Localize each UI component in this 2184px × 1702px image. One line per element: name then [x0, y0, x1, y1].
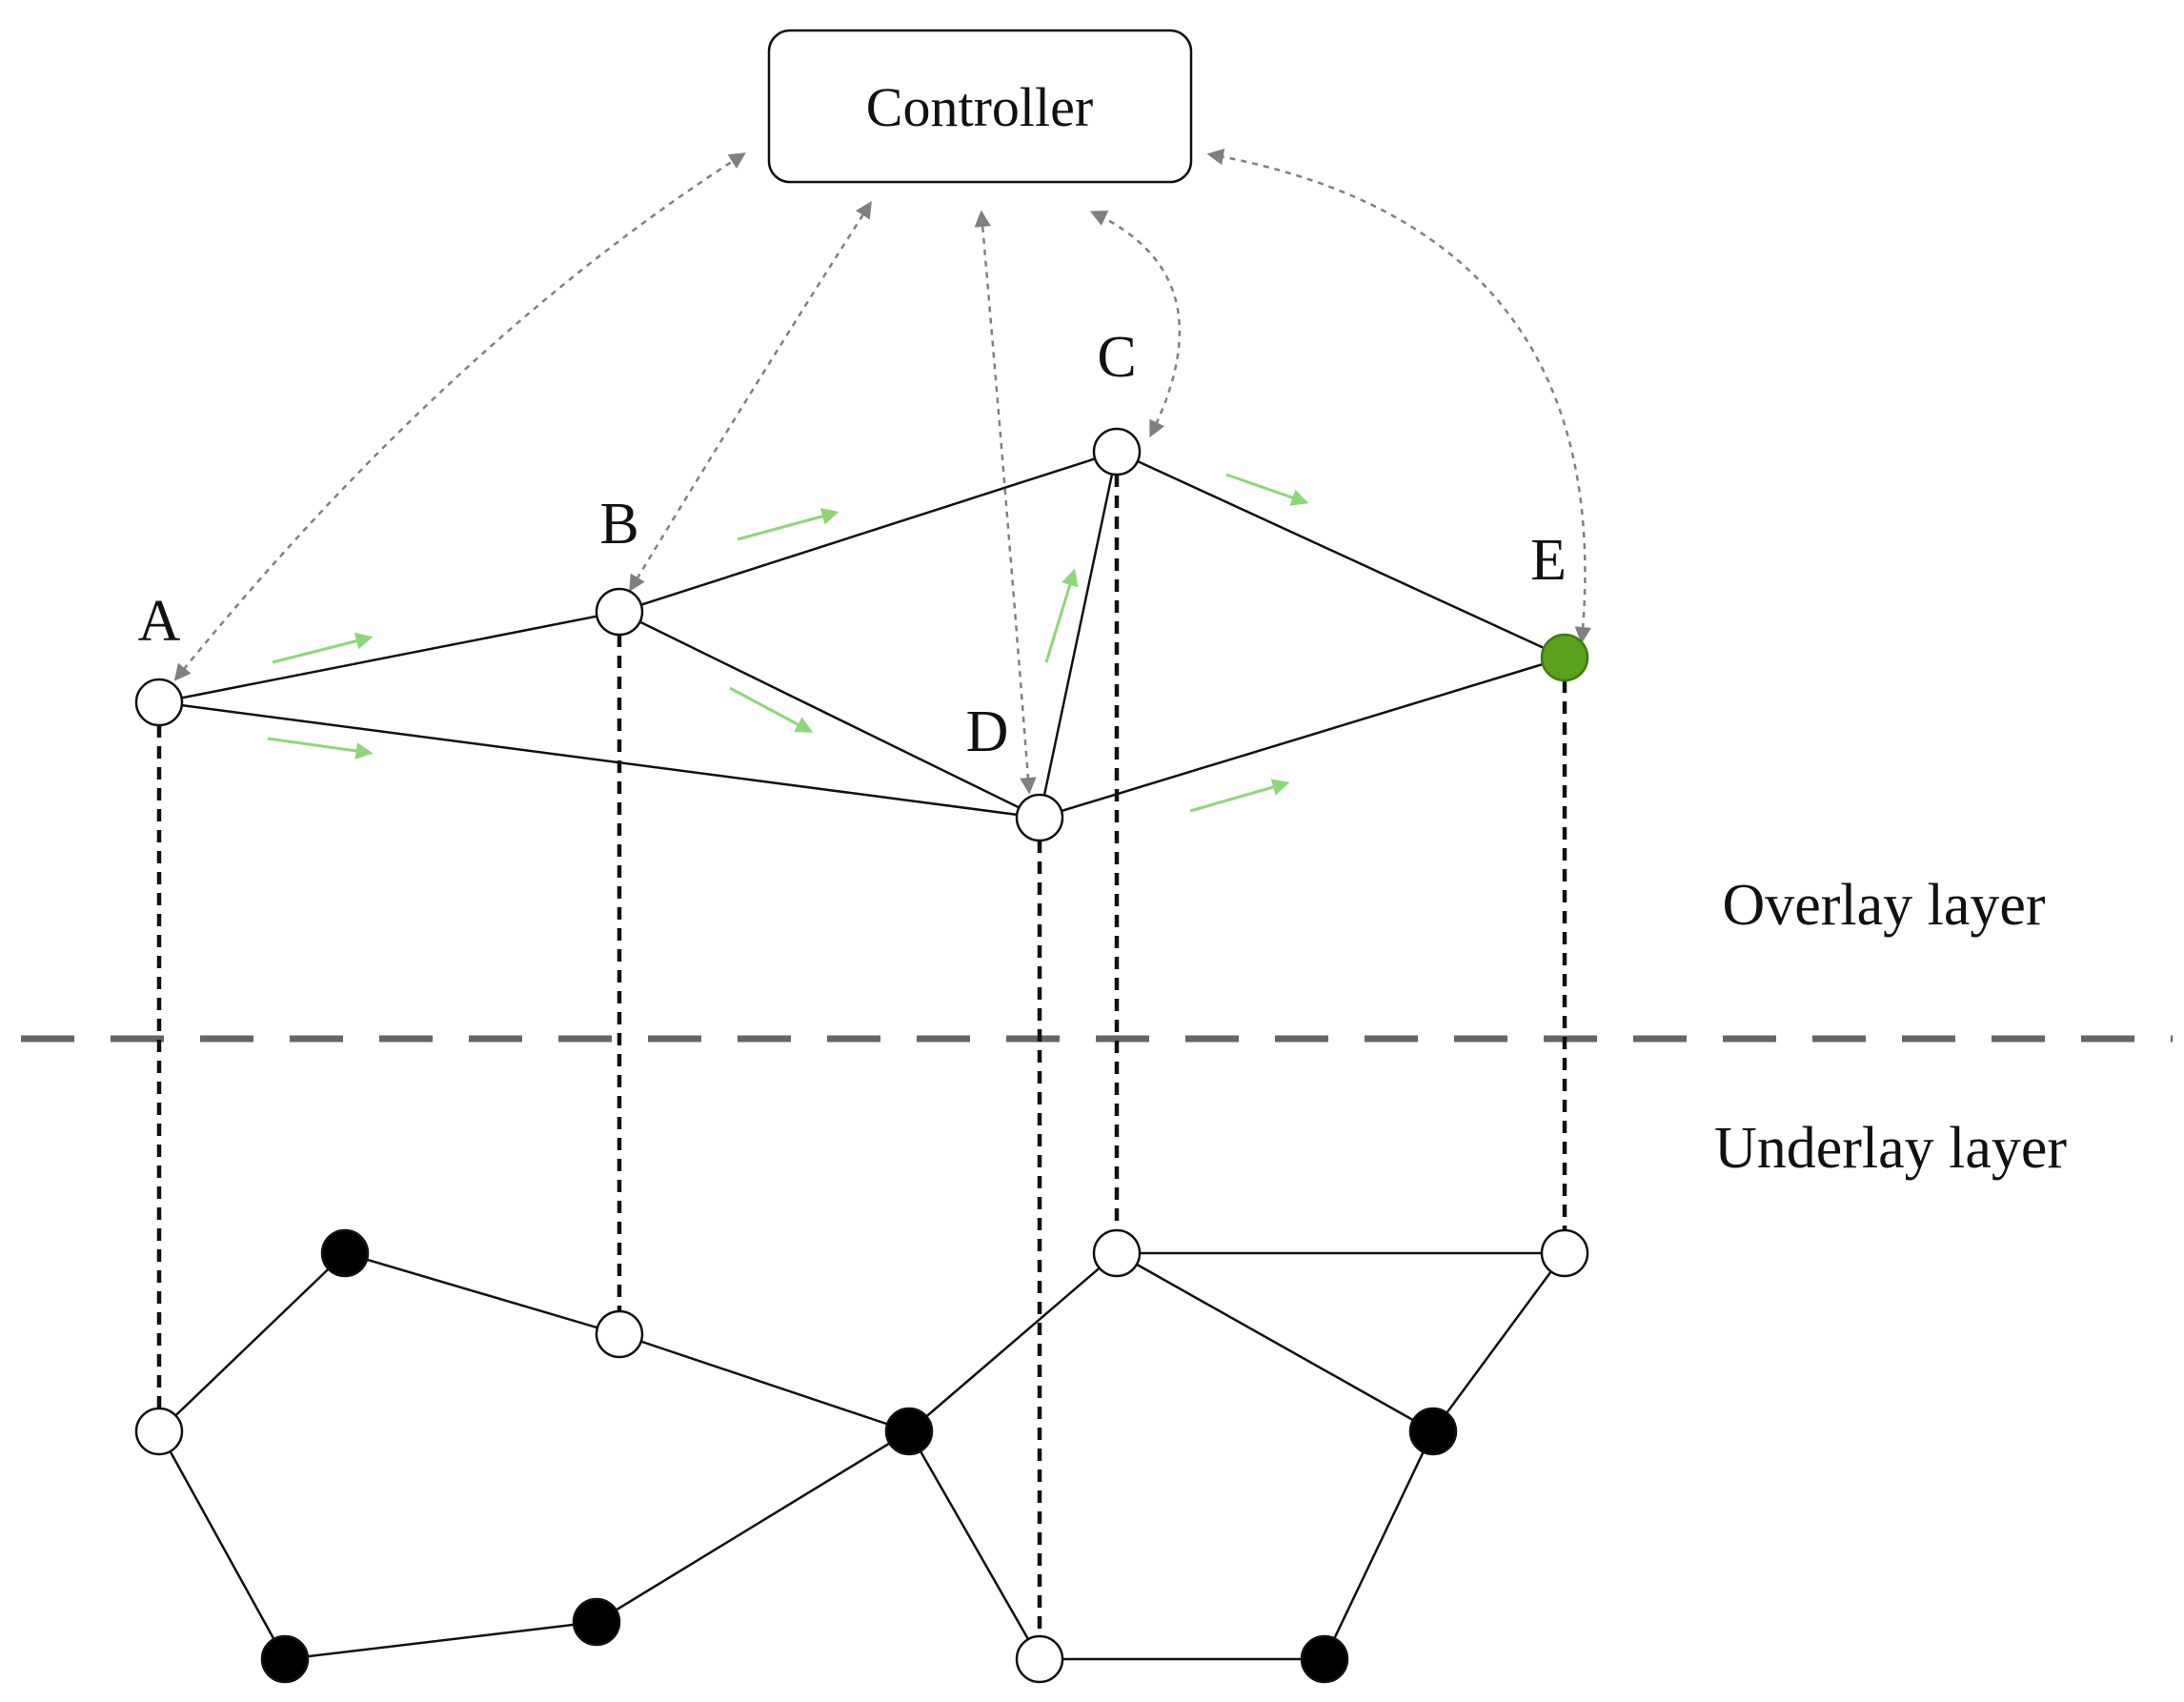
overlay-link-b-c: [618, 450, 1118, 614]
underlay-link-u6-u4: [596, 1429, 910, 1624]
overlay-node-c: [1092, 427, 1142, 476]
flow-arrow-c-e: [1225, 473, 1309, 506]
controller-box: [767, 29, 1193, 184]
flow-arrow-b-d: [729, 686, 814, 733]
overlay-links: [158, 450, 1566, 820]
underlay-node-u9: [1408, 1407, 1458, 1456]
overlay-nodes: [134, 427, 1589, 842]
overlay-layer-label: Overlay layer: [1722, 873, 2045, 938]
overlay-node-e: [1540, 633, 1589, 682]
flow-arrow-d-e: [1189, 779, 1290, 813]
underlay-link-u1-u5: [157, 1430, 287, 1660]
layer-mapping-lines: [156, 475, 1567, 1636]
controller: Controller: [767, 29, 1193, 184]
underlay-link-u8-u9: [1431, 1252, 1567, 1432]
control-channel-b: [629, 201, 872, 592]
flow-arrow-b-c: [737, 508, 839, 541]
underlay-node-u10: [1015, 1634, 1064, 1684]
node-label-e: E: [1530, 528, 1567, 593]
control-channels: [173, 148, 1591, 795]
controller-label: Controller: [866, 76, 1093, 138]
overlay-link-d-e: [1039, 656, 1566, 820]
flow-arrow-c-d: [1044, 568, 1079, 663]
underlay-node-u3: [595, 1309, 644, 1359]
underlay-link-u2-u3: [344, 1251, 620, 1336]
overlay-node-a: [134, 678, 184, 727]
control-channel-c: [1089, 211, 1181, 438]
underlay-node-u5: [260, 1634, 310, 1684]
node-label-a: A: [138, 589, 181, 654]
overlay-link-a-b: [158, 610, 620, 704]
underlay-node-u7: [1092, 1228, 1142, 1278]
underlay-link-u9-u11: [1323, 1430, 1435, 1660]
underlay-link-u4-u7: [908, 1252, 1118, 1432]
underlay-node-u6: [572, 1597, 621, 1647]
flow-arrow-a-d: [267, 737, 374, 760]
node-label-c: C: [1097, 325, 1136, 390]
underlay-links: [157, 1251, 1567, 1661]
underlay-link-u3-u4: [618, 1332, 910, 1433]
node-label-d: D: [966, 699, 1009, 764]
underlay-node-u1: [134, 1407, 184, 1456]
underlay-link-u7-u9: [1116, 1251, 1434, 1433]
overlay-link-a-d: [158, 700, 1041, 820]
underlay-nodes: [134, 1228, 1589, 1684]
underlay-node-u2: [320, 1228, 370, 1278]
overlay-link-c-e: [1116, 450, 1566, 659]
traffic-flow-arrows: [267, 473, 1309, 813]
overlay-node-b: [595, 587, 644, 637]
control-channel-d: [974, 210, 1037, 795]
underlay-link-u1-u2: [158, 1252, 346, 1432]
underlay-link-u4-u10: [907, 1430, 1041, 1660]
control-channel-e: [1206, 148, 1591, 644]
underlay-link-u5-u6: [284, 1620, 597, 1661]
underlay-node-u8: [1540, 1228, 1589, 1278]
overlay-node-d: [1015, 793, 1064, 842]
underlay-node-u4: [884, 1407, 934, 1456]
node-label-b: B: [599, 492, 638, 557]
flow-arrow-a-b: [272, 632, 374, 664]
overlay-link-c-d: [1038, 451, 1119, 819]
underlay-layer-label: Underlay layer: [1714, 1116, 2067, 1181]
underlay-node-u11: [1300, 1634, 1349, 1684]
